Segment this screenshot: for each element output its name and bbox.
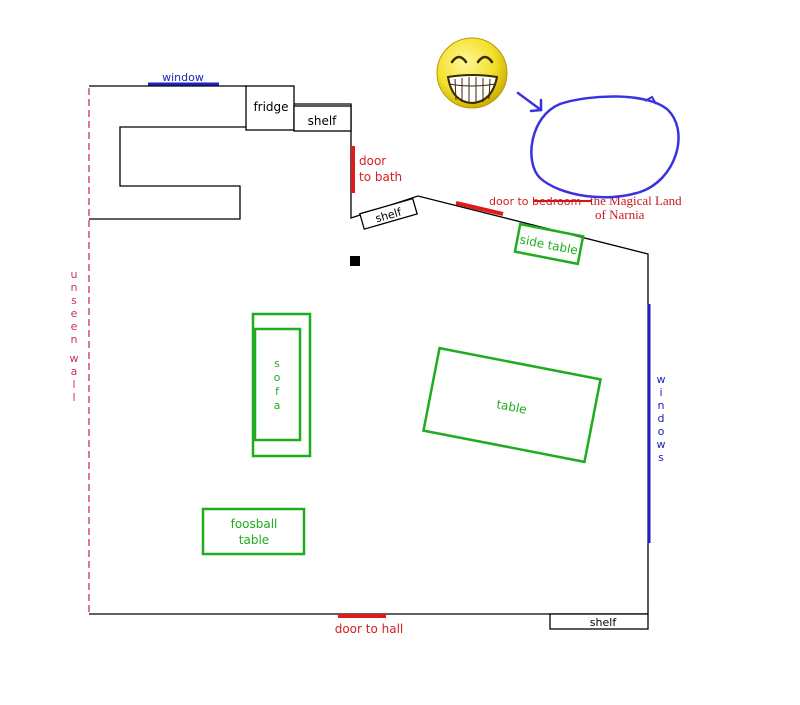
- window-top-label: window: [162, 71, 204, 84]
- sofa: s o f a: [251, 312, 312, 458]
- shelf-diagonal: shelf: [359, 197, 418, 230]
- windows-letter: s: [658, 451, 664, 464]
- grinning-smiley-icon: [436, 37, 508, 109]
- wall-right-upper: [294, 103, 649, 614]
- narnia-label-1: the Magical Land: [590, 193, 682, 208]
- door-bath-label-2: to bath: [359, 170, 402, 184]
- windows-letter: w: [657, 373, 666, 386]
- unseen-wall-letter: a: [71, 365, 78, 378]
- unseen-wall-letter: w: [70, 352, 79, 365]
- unseen-wall-letter: l: [72, 391, 75, 404]
- fridge: fridge: [245, 85, 295, 131]
- door-bedroom-prefix: door to: [489, 195, 532, 208]
- unseen-wall-label: u n s e e n w a l l: [70, 268, 79, 404]
- sofa-letter: a: [274, 399, 281, 412]
- windows-letter: n: [658, 399, 665, 412]
- unseen-wall-letter: n: [71, 281, 78, 294]
- windows-right-label: w i n d o w s: [657, 373, 666, 464]
- annotation-arrow-icon: [516, 91, 543, 113]
- unseen-wall-letter: s: [71, 294, 77, 307]
- unseen-wall-letter: l: [72, 378, 75, 391]
- unseen-wall-letter: e: [71, 307, 78, 320]
- sofa-letter: o: [274, 371, 281, 384]
- dining-table-label: table: [495, 397, 528, 417]
- side-table: side table: [513, 222, 585, 266]
- shelf-top: shelf: [293, 105, 352, 132]
- door-hall-label: door to hall: [335, 622, 404, 636]
- fridge-label: fridge: [253, 100, 288, 114]
- annotation-circle: [530, 95, 680, 199]
- foosball-table: foosball table: [201, 507, 306, 556]
- windows-letter: o: [658, 425, 665, 438]
- windows-letter: d: [658, 412, 665, 425]
- unseen-wall-letter: u: [71, 268, 78, 281]
- shelf-top-label: shelf: [308, 114, 338, 128]
- foosball-label-1: foosball: [231, 517, 278, 531]
- shelf-bottom-label: shelf: [590, 616, 618, 629]
- door-bath-label-1: door: [359, 154, 386, 168]
- unseen-wall-letter: e: [71, 320, 78, 333]
- sofa-letter: f: [275, 385, 280, 398]
- counter-outline: [89, 126, 246, 220]
- windows-letter: i: [659, 386, 662, 399]
- door-bedroom: [455, 201, 504, 216]
- black-square-marker: [350, 256, 360, 266]
- narnia-label-2: of Narnia: [595, 207, 645, 222]
- dining-table: table: [422, 346, 602, 464]
- shelf-bottom: shelf: [549, 613, 649, 630]
- foosball-label-2: table: [239, 533, 269, 547]
- sofa-letter: s: [274, 357, 280, 370]
- annotation-circle-tick: [644, 95, 657, 105]
- unseen-wall-letter: n: [71, 333, 78, 346]
- windows-letter: w: [657, 438, 666, 451]
